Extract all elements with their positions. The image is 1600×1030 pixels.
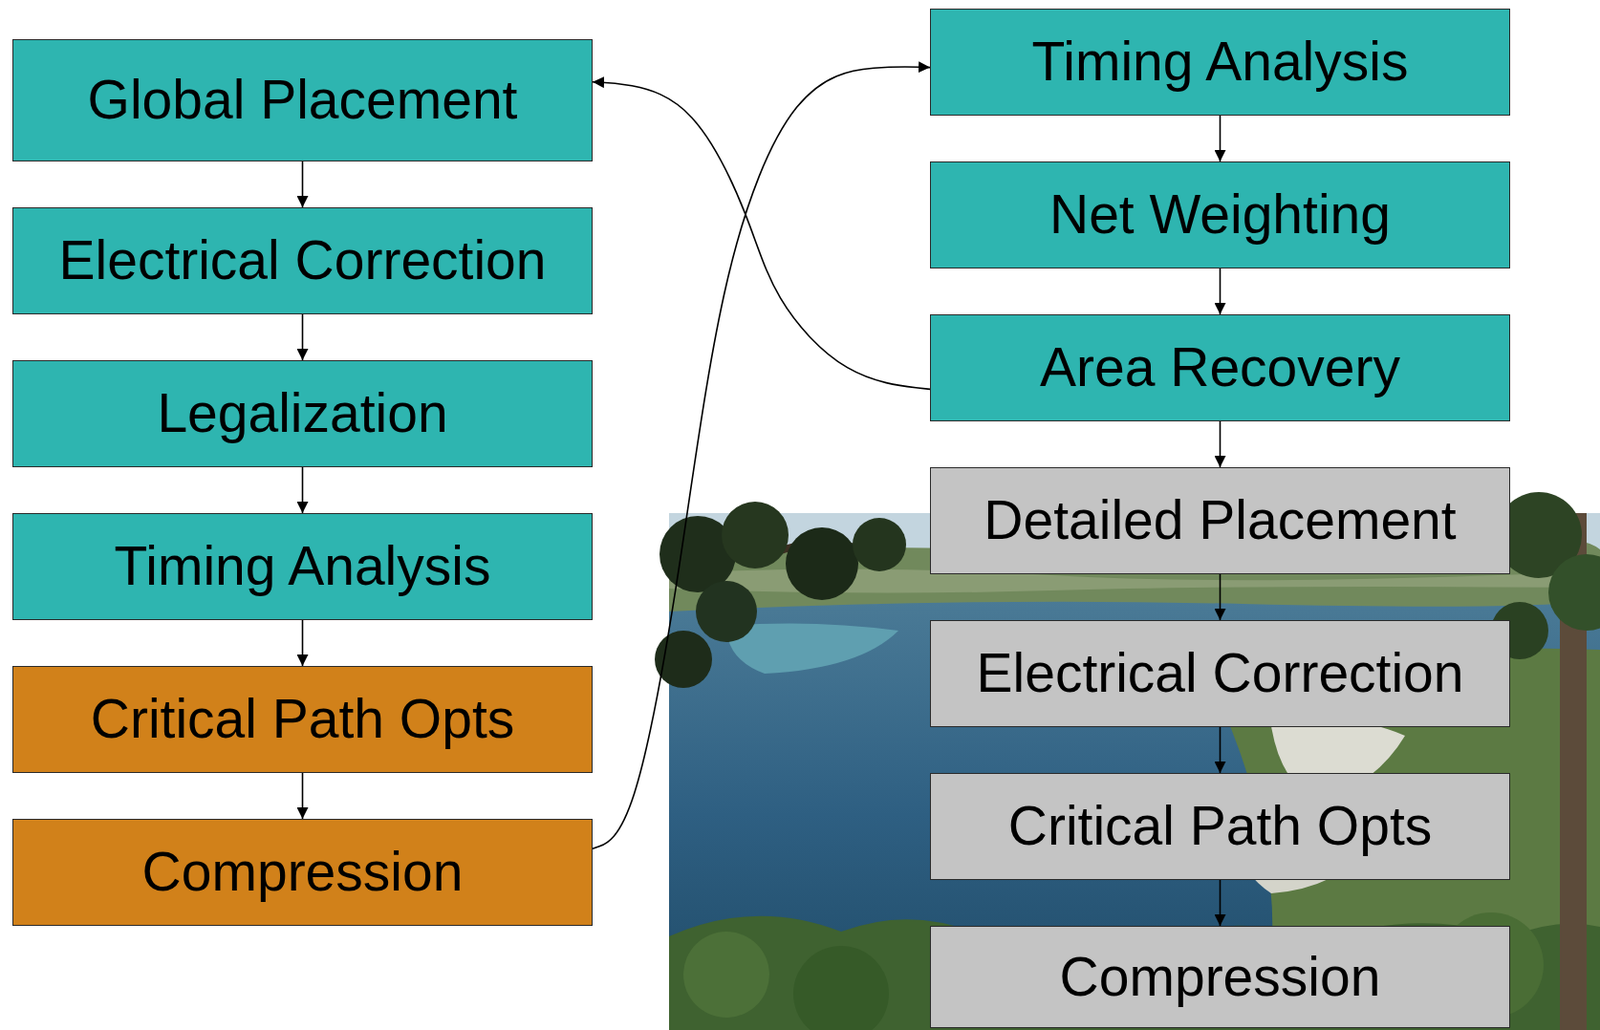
box-label: Legalization <box>156 382 448 446</box>
process-box: Detailed Placement <box>929 467 1511 575</box>
flow-arrow <box>302 773 304 820</box>
box-label: Global Placement <box>87 68 519 132</box>
flow-arrow <box>302 161 304 208</box>
process-box: Compression <box>929 926 1511 1029</box>
flow-arrow <box>302 467 304 514</box>
bush <box>793 946 889 1030</box>
process-box: Timing Analysis <box>929 8 1511 116</box>
process-box: Area Recovery <box>929 314 1511 422</box>
process-box: Compression <box>12 819 593 927</box>
flow-arrow <box>1219 268 1222 315</box>
bush <box>683 931 770 1018</box>
box-label: Timing Analysis <box>114 535 492 599</box>
tree-foliage <box>1548 554 1600 631</box>
flow-arrow <box>302 620 304 667</box>
box-label: Critical Path Opts <box>90 688 515 752</box>
flow-arrow <box>1219 880 1222 927</box>
process-box: Timing Analysis <box>12 513 593 621</box>
box-label: Timing Analysis <box>1032 30 1409 94</box>
box-label: Critical Path Opts <box>1008 795 1432 859</box>
box-label: Compression <box>142 841 464 905</box>
tree-foliage <box>695 581 757 643</box>
process-box: Legalization <box>12 360 593 468</box>
box-label: Electrical Correction <box>976 642 1465 706</box>
flow-arrow <box>1219 727 1222 774</box>
box-label: Compression <box>1059 946 1382 1010</box>
box-label: Net Weighting <box>1049 183 1391 247</box>
box-label: Detailed Placement <box>983 489 1456 553</box>
flow-arrow <box>302 314 304 361</box>
flow-arrow <box>592 66 930 849</box>
flow-arrow <box>1219 421 1222 468</box>
photo-ground <box>669 513 1600 1030</box>
shallow-water <box>726 623 899 674</box>
process-box: Critical Path Opts <box>929 773 1511 881</box>
process-box: Electrical Correction <box>929 620 1511 728</box>
tree-foliage <box>852 518 907 572</box>
process-box: Electrical Correction <box>12 207 593 315</box>
box-label: Electrical Correction <box>59 229 547 293</box>
tree-foliage <box>721 501 789 569</box>
process-box: Net Weighting <box>929 161 1511 269</box>
process-box: Global Placement <box>12 39 593 162</box>
process-box: Critical Path Opts <box>12 666 593 774</box>
tree-foliage <box>785 527 859 601</box>
box-label: Area Recovery <box>1039 336 1401 400</box>
flow-arrow <box>1219 115 1222 162</box>
flow-arrow <box>592 82 930 390</box>
flow-arrow <box>1219 574 1222 621</box>
